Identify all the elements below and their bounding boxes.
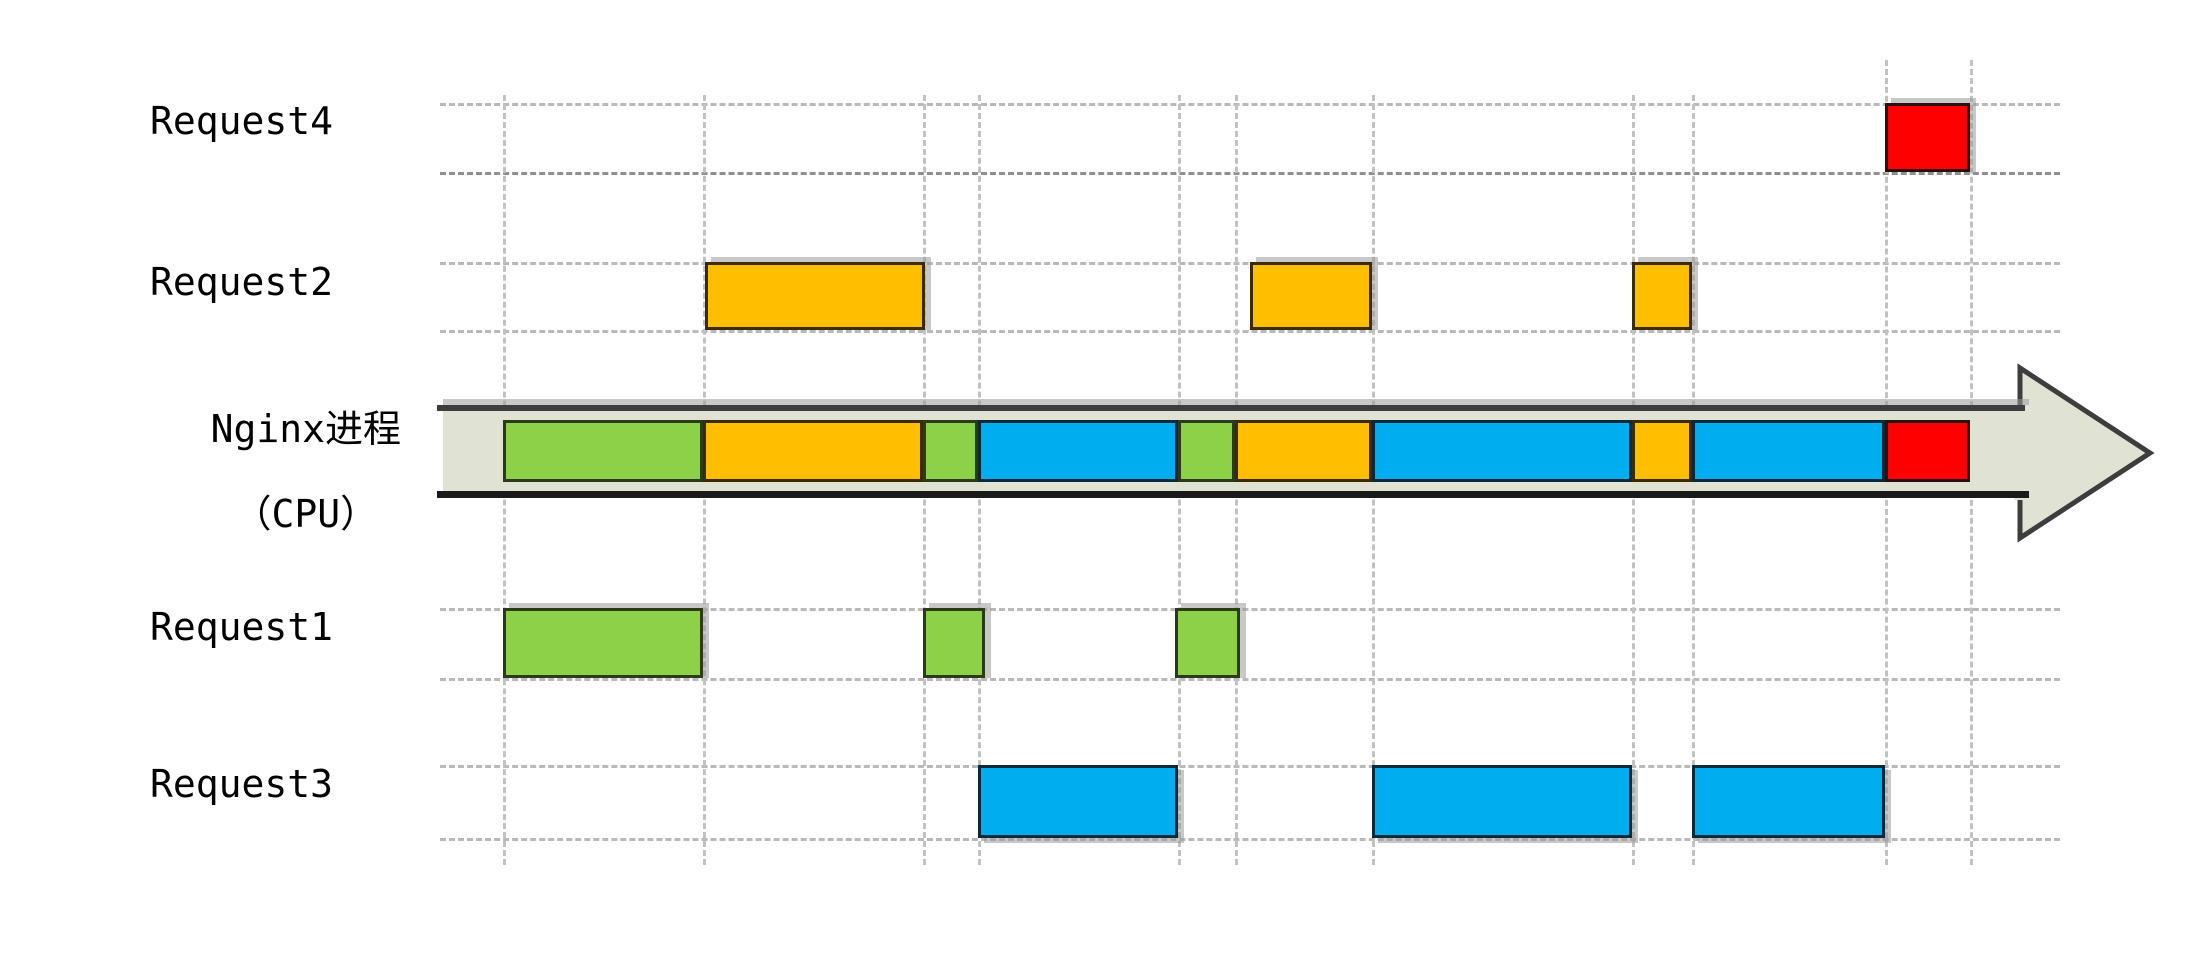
cpu-segment-request3-b bbox=[1372, 420, 1632, 482]
time-arrow-head bbox=[2014, 363, 2155, 543]
request3-block-2 bbox=[1372, 765, 1632, 838]
request2-block-1 bbox=[705, 262, 925, 330]
row-label-nginx: Nginx进程 （CPU） bbox=[100, 365, 420, 578]
row-label-request3: Request3 bbox=[150, 762, 334, 806]
gridline-horizontal-request4-top bbox=[440, 103, 2060, 106]
row-label-request2: Request2 bbox=[150, 260, 334, 304]
request1-block-1 bbox=[503, 608, 703, 678]
request2-block-3 bbox=[1632, 262, 1692, 330]
time-arrow-top-shadow bbox=[443, 399, 2029, 405]
gridline-horizontal-request1-bottom bbox=[440, 678, 2060, 681]
cpu-segment-request1-b bbox=[923, 420, 978, 482]
gridline-horizontal-request1-top bbox=[440, 608, 2060, 611]
request1-block-3 bbox=[1175, 608, 1240, 678]
row-label-nginx-line1: Nginx进程 bbox=[210, 406, 401, 451]
request3-block-1 bbox=[978, 765, 1178, 838]
gridline-horizontal-request2-bottom bbox=[440, 330, 2060, 333]
request1-block-2 bbox=[923, 608, 985, 678]
gridline-horizontal-request3-bottom bbox=[440, 838, 2060, 841]
request2-block-2 bbox=[1250, 262, 1372, 330]
cpu-segment-request1-a bbox=[503, 420, 703, 482]
cpu-segment-request3-c bbox=[1692, 420, 1885, 482]
cpu-segment-request2-a bbox=[703, 420, 923, 482]
row-label-request4: Request4 bbox=[150, 99, 334, 143]
row-label-nginx-line2: （CPU） bbox=[233, 491, 379, 536]
request4-block-1 bbox=[1885, 103, 1970, 172]
request3-block-3 bbox=[1692, 765, 1885, 838]
cpu-segment-request3-a bbox=[978, 420, 1178, 482]
row-label-request1: Request1 bbox=[150, 605, 334, 649]
cpu-segment-request2-c bbox=[1632, 420, 1692, 482]
time-arrow-top-rule bbox=[437, 405, 2025, 411]
cpu-segment-request4-a bbox=[1885, 420, 1970, 482]
gridline-horizontal-request4-bottom bbox=[440, 172, 2060, 175]
time-arrow-bottom-rule bbox=[437, 491, 2029, 498]
gridline-horizontal-request3-top bbox=[440, 765, 2060, 768]
cpu-segment-request2-b bbox=[1235, 420, 1372, 482]
cpu-segment-request1-c bbox=[1178, 420, 1235, 482]
